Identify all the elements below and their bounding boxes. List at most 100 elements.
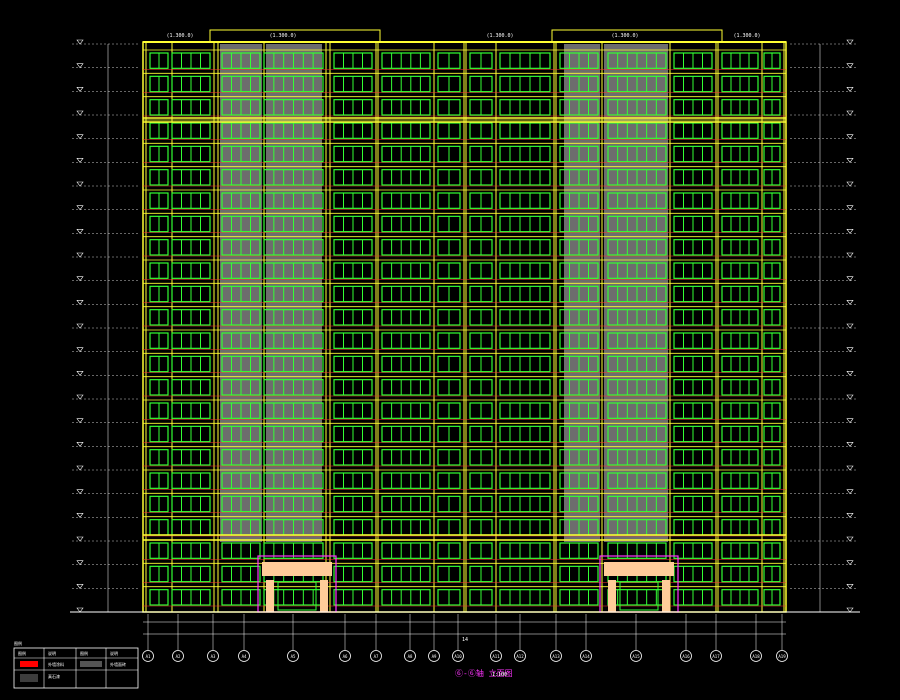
window-frame	[381, 215, 431, 233]
window-frame	[499, 542, 551, 559]
axis-bubble-label: A5	[291, 654, 296, 659]
axis-bubble	[514, 650, 526, 662]
level-triangle-left	[76, 347, 84, 353]
window-frame	[499, 309, 551, 326]
window-frame	[499, 472, 551, 489]
axis-bubble-label: A19	[778, 654, 786, 659]
window-frame	[499, 449, 551, 466]
level-triangle-left	[76, 110, 84, 116]
level-triangle-right	[846, 158, 854, 163]
window-frame	[381, 122, 431, 139]
level-triangle-right	[846, 63, 854, 69]
entrance-canopy-right-fascia	[604, 562, 674, 576]
legend-text-cell: 外墙面砖	[110, 661, 126, 667]
level-triangle-left	[76, 418, 84, 424]
axis-bubble-label: A2	[176, 654, 181, 659]
entrance-canopy-left-column-left	[266, 580, 274, 612]
axis-bubble	[404, 650, 416, 662]
level-triangle-left	[76, 181, 84, 187]
window-frame	[381, 589, 431, 606]
building-elevation	[70, 29, 860, 613]
level-triangle-right	[846, 442, 854, 447]
window-frame	[381, 402, 431, 419]
level-triangle-left	[76, 252, 84, 258]
axis-bubble-label: A1	[146, 654, 151, 659]
level-markers-left	[72, 39, 140, 613]
axis-bubble	[428, 650, 440, 662]
level-triangle-left	[76, 300, 84, 305]
axis-bubble-label: A4	[242, 654, 247, 659]
entrance-canopy-left-fascia	[262, 562, 332, 576]
level-triangle-right	[846, 394, 854, 400]
window-frame	[381, 285, 431, 303]
legend-header-cell: 说明	[110, 650, 118, 656]
level-markers-right	[790, 39, 858, 613]
axis-bubble	[172, 650, 184, 662]
level-triangle-left	[76, 513, 84, 518]
level-triangle-right	[846, 560, 854, 566]
level-triangle-left	[76, 158, 84, 163]
axis-bubble-label: A3	[211, 654, 216, 659]
roof-label: (1.300.0)	[166, 33, 193, 39]
window-frame	[499, 262, 551, 279]
window-frame	[499, 169, 551, 186]
legend-text-cell: 真石漆	[48, 673, 60, 679]
axis-bubble	[710, 650, 722, 662]
axis-bubble-label: A7	[374, 654, 379, 659]
axis-bubble	[452, 650, 464, 662]
entrance-canopy-left-door	[277, 581, 317, 611]
axis-bubble	[339, 650, 351, 662]
legend-text-cell: 外墙涂料	[48, 661, 64, 667]
axis-bubble-label: A11	[492, 654, 500, 659]
stone-panel-column	[604, 44, 668, 542]
level-triangle-right	[846, 229, 854, 234]
window-frame	[381, 472, 431, 489]
entrance-canopy-left-column-right	[320, 580, 328, 612]
legend-swatch-grey	[80, 661, 102, 667]
axis-bubble-label: A13	[552, 654, 560, 659]
window-frame	[381, 262, 431, 279]
window-frame	[499, 402, 551, 419]
axis-bubble	[630, 650, 642, 662]
entrance-canopy-right-door	[619, 581, 659, 611]
roof-label: (1.300.0)	[269, 33, 296, 39]
level-triangle-right	[846, 513, 854, 518]
axis-bubble	[238, 650, 250, 662]
legend-caption: 图例	[14, 640, 22, 646]
axis-bubble-label: A14	[582, 654, 590, 659]
level-triangle-left	[76, 465, 84, 471]
window-frame	[381, 332, 431, 349]
axis-bubble	[550, 650, 562, 662]
level-triangle-right	[846, 252, 854, 258]
axis-bubble	[370, 650, 382, 662]
legend-header-cell: 图例	[80, 650, 88, 656]
level-triangle-left	[76, 205, 84, 211]
level-triangle-left	[76, 63, 84, 69]
level-triangle-right	[846, 181, 854, 187]
roof-level-labels: (1.300.0)(1.300.0)(1.300.0)(1.300.0)(1.3…	[166, 33, 760, 39]
level-triangle-right	[846, 418, 854, 424]
level-triangle-right	[846, 300, 854, 305]
axis-bubble-label: A8	[408, 654, 413, 659]
level-triangle-right	[846, 39, 854, 45]
window-frame	[499, 192, 551, 209]
window-frame	[381, 239, 431, 256]
legend-table: 图例说明图例说明外墙涂料外墙面砖真石漆图例	[13, 640, 139, 689]
level-triangle-left	[76, 536, 84, 542]
level-triangle-left	[76, 394, 84, 400]
level-triangle-left	[76, 276, 84, 282]
level-triangle-left	[76, 560, 84, 566]
roof-label: (1.300.0)	[611, 33, 638, 39]
axis-bubble-label: A9	[432, 654, 437, 659]
level-triangle-right	[846, 110, 854, 116]
legend-header-cell: 说明	[48, 650, 56, 656]
window-frame	[381, 169, 431, 186]
window-frame	[499, 75, 551, 93]
level-triangle-left	[76, 584, 84, 589]
window-frame	[381, 565, 431, 583]
window-frame	[381, 425, 431, 443]
legend-swatch-stone	[20, 674, 38, 682]
level-triangle-left	[76, 323, 84, 329]
